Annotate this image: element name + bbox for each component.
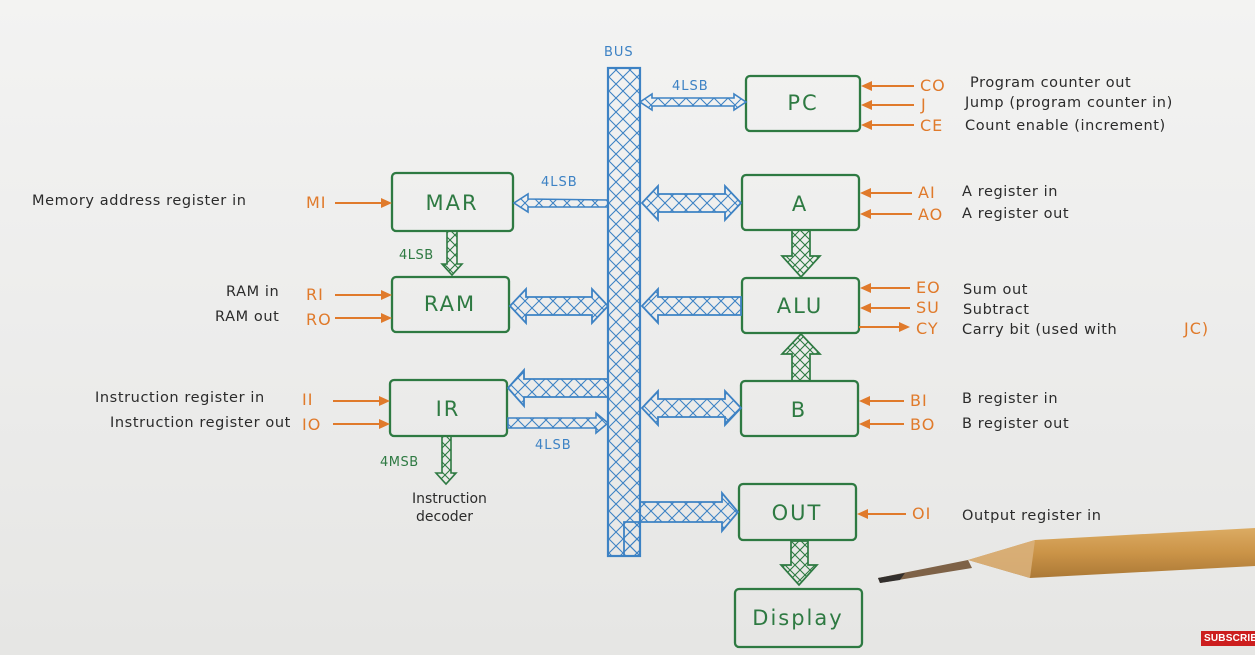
signal-ce-desc: Count enable (increment)	[965, 118, 1166, 134]
ir-label: IR	[436, 397, 461, 421]
out-label: OUT	[772, 501, 823, 525]
ir-4msb-label: 4MSB	[380, 455, 419, 470]
ram-bus-connection	[508, 286, 610, 326]
b-block: B	[739, 379, 860, 438]
signal-bi-code: BI	[910, 391, 928, 410]
signal-j: J Jump (program counter in)	[861, 95, 1173, 114]
signal-bi-desc: B register in	[962, 391, 1058, 407]
signal-mi-desc: Memory address register in	[32, 193, 247, 209]
signal-ao-desc: A register out	[962, 206, 1069, 222]
signal-ro: RAM out RO	[215, 309, 392, 329]
signal-eo-desc: Sum out	[963, 282, 1028, 298]
ram-block: RAM	[390, 275, 511, 334]
signal-ii-code: II	[302, 390, 313, 409]
signal-bo-desc: B register out	[962, 416, 1069, 432]
signal-ai: AI A register in	[860, 183, 1058, 202]
signal-ai-code: AI	[918, 183, 936, 202]
signal-ao-code: AO	[918, 205, 943, 224]
ir-block: IR	[388, 378, 509, 438]
signal-io-desc: Instruction register out	[110, 415, 291, 431]
subscribe-badge[interactable]: SUBSCRIBE	[1201, 631, 1255, 646]
signal-bi: BI B register in	[859, 391, 1058, 410]
pencil-pointer	[878, 528, 1255, 583]
pc-label: PC	[787, 91, 818, 115]
signal-j-desc: Jump (program counter in)	[964, 95, 1173, 111]
signal-cy-jc: JC)	[1183, 319, 1209, 338]
out-bus-connection	[623, 490, 740, 557]
bus-column	[606, 66, 642, 558]
pc-4lsb-label: 4LSB	[672, 79, 709, 94]
pc-block: PC	[744, 74, 862, 133]
alu-block: ALU	[740, 276, 861, 335]
alu-bus-connection	[640, 286, 742, 326]
signal-io: Instruction register out IO	[110, 415, 390, 434]
ir-bus-out-connection: 4LSB	[507, 411, 610, 453]
mar-4lsb-label: 4LSB	[541, 175, 578, 190]
a-label: A	[792, 192, 808, 216]
bus-label: BUS	[604, 45, 634, 60]
ir-bus-in-connection	[506, 367, 609, 409]
a-to-alu-arrow	[780, 229, 822, 279]
signal-mi: Memory address register in MI	[32, 193, 392, 212]
display-block: Display	[733, 587, 864, 649]
signal-ai-desc: A register in	[962, 184, 1058, 200]
signal-ii: Instruction register in II	[95, 390, 390, 409]
signal-su: SU Subtract	[860, 298, 1030, 318]
signal-oi-code: OI	[912, 504, 931, 523]
signal-ri-code: RI	[306, 285, 324, 304]
b-to-alu-arrow	[780, 332, 822, 382]
mar-ram-4lsb-label: 4LSB	[399, 248, 434, 263]
b-bus-connection	[640, 388, 743, 428]
alu-label: ALU	[777, 294, 823, 318]
decoder-label-line1: Instruction	[412, 491, 487, 507]
ram-label: RAM	[424, 292, 476, 316]
signal-cy: CY Carry bit (used with JC)	[859, 319, 1209, 338]
signal-mi-code: MI	[306, 193, 327, 212]
mar-label: MAR	[425, 191, 478, 215]
signal-ri: RAM in RI	[226, 284, 392, 304]
bus: BUS	[604, 45, 642, 558]
decoder-label-line2: decoder	[416, 509, 473, 525]
signal-ro-desc: RAM out	[215, 309, 279, 325]
ir-to-decoder-arrow: 4MSB Instruction decoder	[380, 435, 487, 525]
signal-su-code: SU	[916, 298, 940, 317]
signal-ii-desc: Instruction register in	[95, 390, 265, 406]
signal-ri-desc: RAM in	[226, 284, 279, 300]
signal-oi: OI Output register in	[857, 504, 1102, 524]
signal-j-code: J	[920, 95, 927, 114]
signal-cy-code: CY	[916, 319, 939, 338]
pc-bus-connection: 4LSB	[638, 79, 748, 112]
signal-su-desc: Subtract	[963, 302, 1030, 318]
signal-bo-code: BO	[910, 415, 935, 434]
signal-ao: AO A register out	[860, 205, 1069, 224]
out-to-display-arrow	[779, 540, 819, 587]
signal-bo: BO B register out	[859, 415, 1069, 434]
display-label: Display	[752, 606, 843, 630]
b-label: B	[791, 398, 807, 422]
out-block: OUT	[737, 482, 858, 542]
mar-block: MAR	[390, 171, 515, 233]
mar-bus-connection: 4LSB	[512, 175, 609, 214]
mar-to-ram-arrow: 4LSB	[399, 230, 464, 277]
signal-cy-desc: Carry bit (used with	[962, 322, 1117, 338]
signal-co-desc: Program counter out	[970, 75, 1131, 91]
signal-co: CO Program counter out	[861, 75, 1131, 95]
signal-oi-desc: Output register in	[962, 508, 1102, 524]
signal-eo-code: EO	[916, 278, 941, 297]
signal-ce-code: CE	[920, 116, 943, 135]
signal-io-code: IO	[302, 415, 321, 434]
ir-4lsb-label: 4LSB	[535, 438, 572, 453]
signal-eo: EO Sum out	[860, 278, 1028, 298]
signal-co-code: CO	[920, 76, 946, 95]
a-bus-connection	[640, 183, 743, 223]
a-block: A	[740, 173, 861, 232]
signal-ro-code: RO	[306, 310, 332, 329]
signal-ce: CE Count enable (increment)	[861, 116, 1166, 135]
